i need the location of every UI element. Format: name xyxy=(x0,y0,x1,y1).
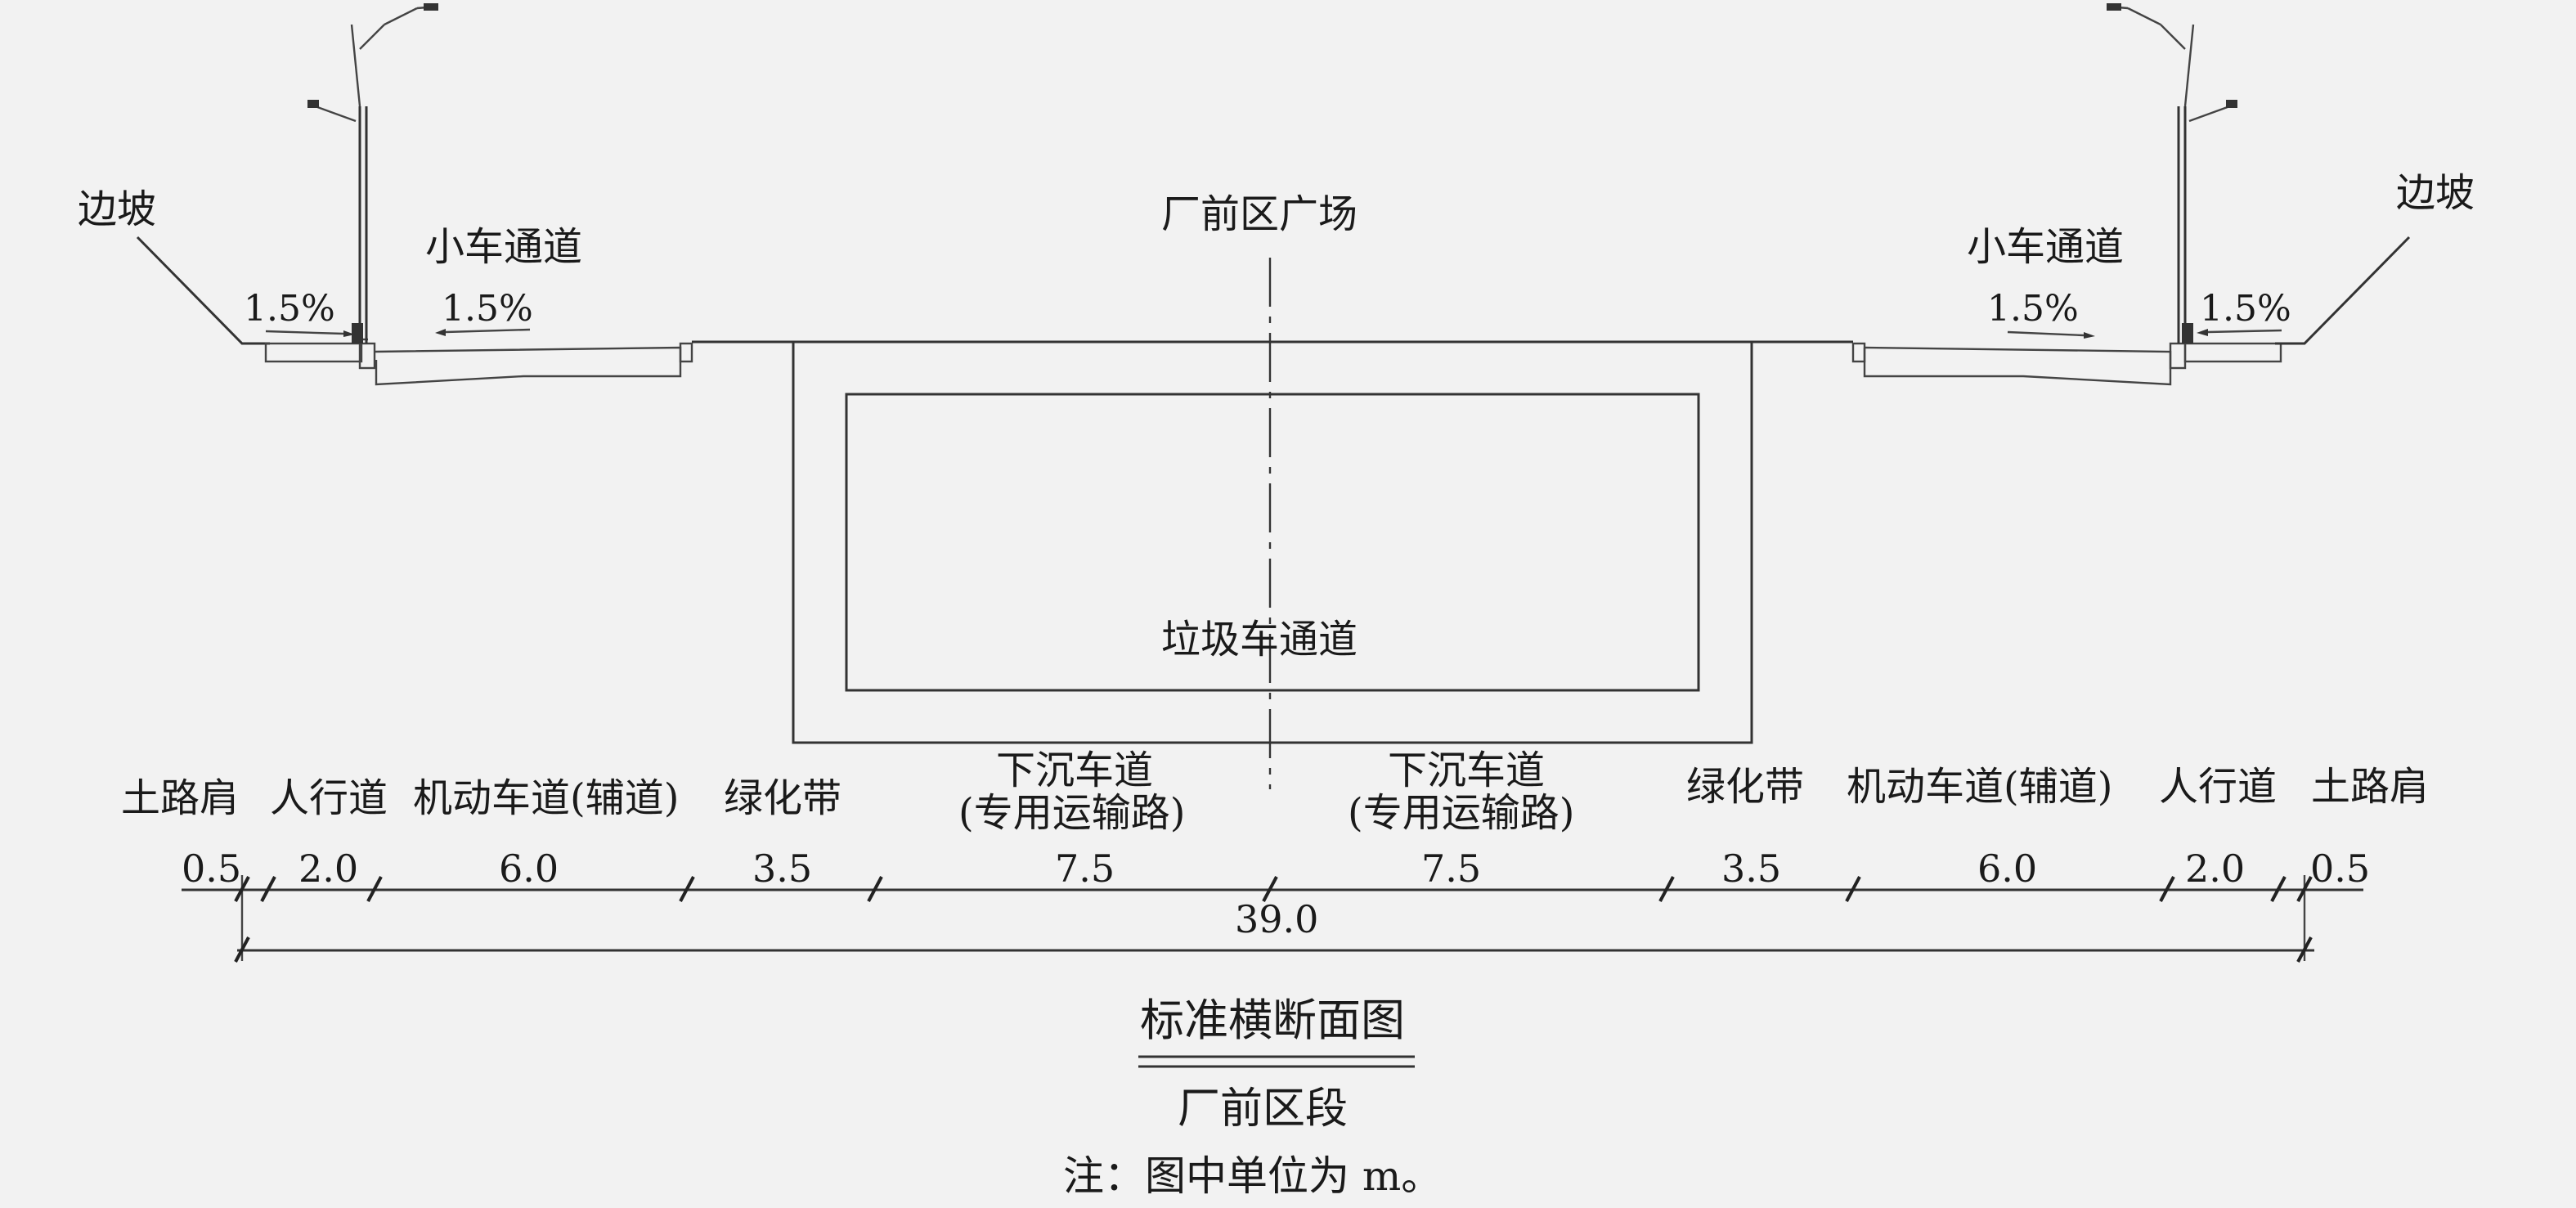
left-road-layer xyxy=(374,346,682,386)
dim-total-tick xyxy=(234,936,250,963)
zone-right-green-belt: 绿化带 xyxy=(1686,764,1804,810)
left-road-slope-arrow xyxy=(445,328,531,334)
left-slope-line xyxy=(136,236,270,345)
dim-segment-label: 0.5 xyxy=(2310,846,2370,891)
sunken-inner-box xyxy=(845,393,1700,692)
zone-left-soil-shoulder: 土路肩 xyxy=(121,775,239,821)
dim-tick xyxy=(2270,876,2287,902)
zone-left-sidewalk: 人行道 xyxy=(270,775,388,821)
right-lamp-icon xyxy=(2107,3,2237,344)
dim-total-label: 39.0 xyxy=(1235,897,1318,941)
left-small-car-lane-label: 小车通道 xyxy=(425,224,582,270)
left-lamp-icon xyxy=(307,3,438,344)
left-shoulder-slope-arrow xyxy=(265,330,344,335)
left-aux-curb xyxy=(679,342,693,363)
zone-left-sunken-lane: 下沉车道 xyxy=(996,748,1153,793)
left-road-slope-pct: 1.5% xyxy=(442,288,533,330)
dim-tick xyxy=(260,876,276,902)
dim-segment-label: 3.5 xyxy=(752,846,812,891)
dim-segment-label: 6.0 xyxy=(1977,846,2037,891)
dim-ticks xyxy=(234,876,2313,963)
right-curb xyxy=(2169,342,2187,370)
garbage-lane-label: 垃圾车通道 xyxy=(1161,617,1358,662)
dim-tick xyxy=(1658,876,1675,902)
zone-right-sunken-lane: 下沉车道 xyxy=(1388,748,1545,793)
left-sidewalk-layer xyxy=(264,342,363,363)
dim-tick xyxy=(234,876,250,902)
dim-tick xyxy=(366,876,383,902)
right-small-car-lane-label: 小车通道 xyxy=(1967,224,2124,270)
right-road-slope-pct: 1.5% xyxy=(1987,288,2079,330)
left-shoulder-slope-pct: 1.5% xyxy=(244,288,335,330)
dim-segment-label: 6.0 xyxy=(499,846,559,891)
dim-tick xyxy=(679,876,695,902)
dim-tick xyxy=(867,876,883,902)
drawing-subtitle: 厂前区段 xyxy=(1178,1085,1348,1134)
dim-segment-label: 2.0 xyxy=(298,846,358,891)
zone-right-aux-lane: 机动车道(辅道) xyxy=(1847,764,2112,810)
dim-segment-label: 3.5 xyxy=(1721,846,1781,891)
right-slope-label: 边坡 xyxy=(2396,170,2475,216)
sunken-outer-box xyxy=(792,340,1753,744)
dim-tick xyxy=(2159,876,2175,902)
zone-right-sidewalk: 人行道 xyxy=(2159,764,2277,810)
zone-left-sunken-lane-sub: (专用运输路) xyxy=(958,790,1185,836)
dim-tick xyxy=(1262,876,1278,902)
dim-segment-label: 7.5 xyxy=(1421,846,1481,891)
right-road-slope-arrow xyxy=(2007,330,2085,337)
drawing-title: 标准横断面图 xyxy=(1140,995,1405,1046)
right-aux-curb xyxy=(1851,342,1866,363)
dim-tick xyxy=(1845,876,1861,902)
dim-labels: 0.5 2.0 6.0 3.5 7.5 7.5 3.5 6.0 2.0 0.5 xyxy=(182,846,2370,891)
units-note: 注：图中单位为 m。 xyxy=(1063,1152,1442,1200)
right-shoulder-slope-arrow xyxy=(2207,329,2282,334)
zone-right-soil-shoulder: 土路肩 xyxy=(2311,764,2429,810)
left-slope-label: 边坡 xyxy=(78,186,156,232)
zone-right-sunken-lane-sub: (专用运输路) xyxy=(1348,790,1574,836)
right-road-layer xyxy=(1863,346,2172,386)
dim-segment-label: 7.5 xyxy=(1055,846,1115,891)
dim-tick xyxy=(2296,876,2313,902)
right-shoulder-slope-pct: 1.5% xyxy=(2200,288,2291,330)
plaza-label: 厂前区广场 xyxy=(1161,191,1358,237)
right-slope-line xyxy=(2275,236,2411,345)
right-sidewalk-layer xyxy=(2183,342,2282,363)
dim-total-tick xyxy=(2296,936,2313,963)
dim-segment-label: 2.0 xyxy=(2185,846,2245,891)
zone-left-green-belt: 绿化带 xyxy=(724,775,841,821)
dim-segment-label: 0.5 xyxy=(182,846,241,891)
zone-left-aux-lane: 机动车道(辅道) xyxy=(413,775,679,821)
